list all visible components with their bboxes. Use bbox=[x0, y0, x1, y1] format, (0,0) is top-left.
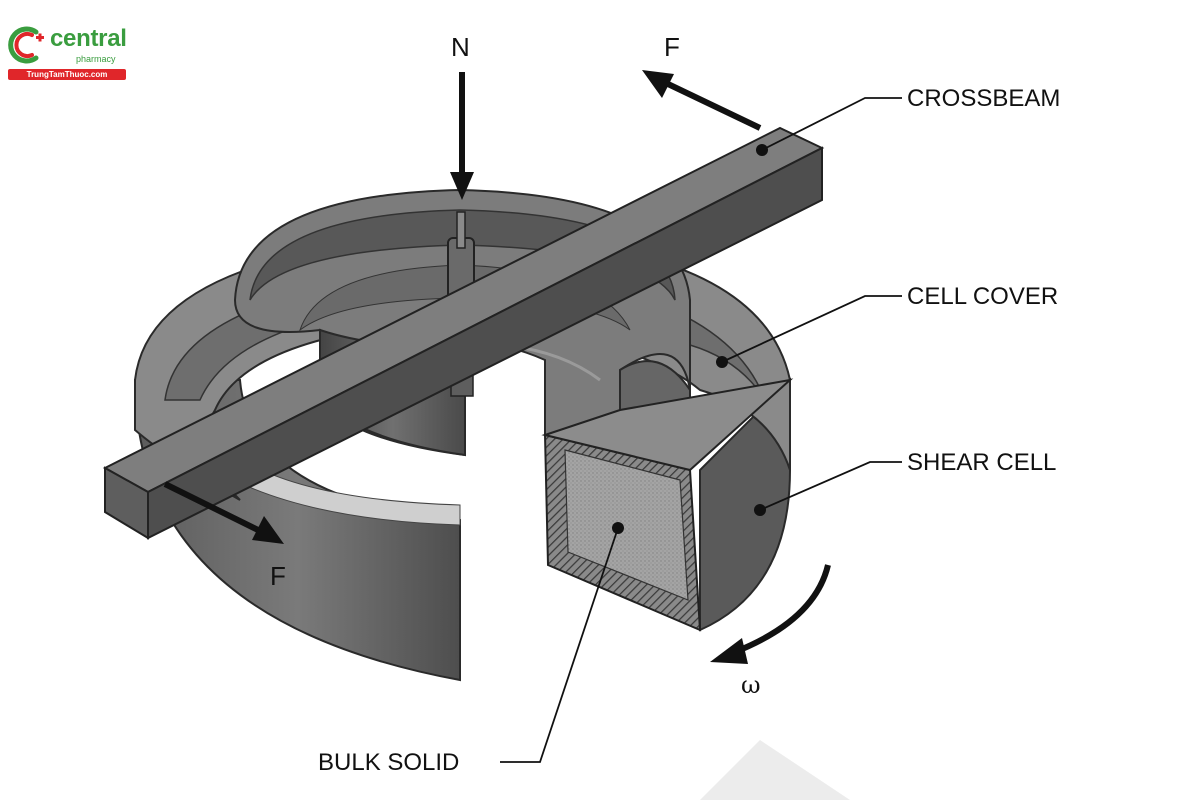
cell-cover-label: CELL COVER bbox=[907, 283, 1059, 310]
watermark-shape bbox=[700, 740, 900, 800]
callout-leaders bbox=[500, 97, 902, 763]
callout-dots bbox=[612, 144, 768, 534]
force-top-label: F bbox=[664, 32, 680, 62]
crossbeam bbox=[102, 126, 825, 540]
force-arrow-icon bbox=[642, 70, 762, 131]
logo-name: central bbox=[50, 25, 127, 52]
central-pharmacy-logo: central pharmacy TrungTamThuoc.com bbox=[6, 24, 128, 82]
bulk-solid-section bbox=[541, 378, 794, 632]
normal-force-arrow-icon bbox=[450, 72, 474, 200]
force-bottom-label: F bbox=[270, 561, 286, 591]
shear-cell-label: SHEAR CELL bbox=[907, 449, 1057, 476]
rotation-label: ω bbox=[741, 671, 761, 699]
logo-subtitle: pharmacy bbox=[76, 54, 116, 64]
logo-url: TrungTamThuoc.com bbox=[8, 69, 126, 80]
bulk-solid-label: BULK SOLID bbox=[318, 749, 460, 776]
crossbeam-label: CROSSBEAM bbox=[907, 85, 1061, 112]
force-arrow-icon bbox=[163, 481, 284, 544]
normal-force-label: N bbox=[451, 32, 470, 62]
medical-cross-c-icon bbox=[8, 26, 44, 64]
rotation-arrow-icon bbox=[710, 564, 831, 664]
